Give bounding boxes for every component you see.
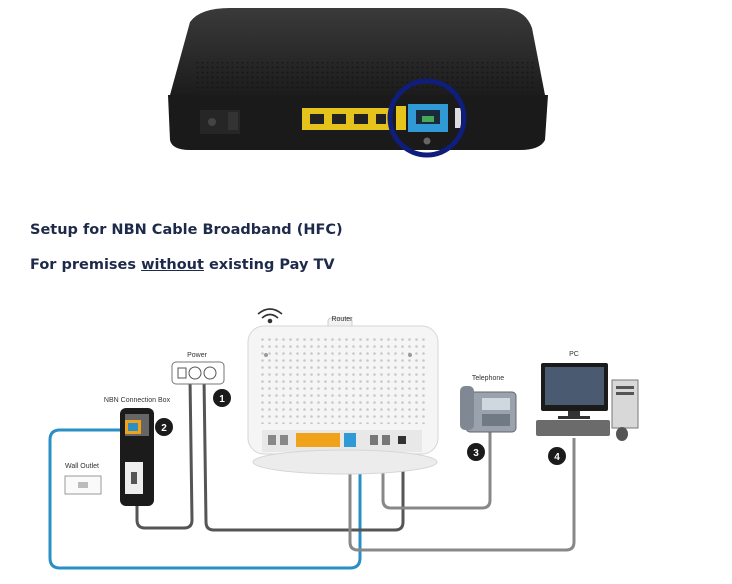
step-2-number: 2 — [161, 423, 167, 434]
router-rear-photo — [168, 8, 548, 158]
step-4-number: 4 — [554, 452, 560, 463]
power-cable — [135, 377, 194, 530]
telephone-label: Telephone — [472, 375, 504, 382]
step-3-number: 3 — [473, 448, 479, 459]
ethernet-cable — [348, 438, 576, 552]
nbn-box-label: NBN Connection Box — [104, 397, 171, 404]
step-4-badge: 4 — [548, 447, 566, 465]
connection-diagram: Router Power NBN Connection Box Wall Out… — [48, 308, 639, 570]
page-title: Setup for NBN Cable Broadband (HFC) — [30, 222, 343, 238]
wall-outlet-label: Wall Outlet — [65, 463, 99, 470]
step-3-badge: 3 — [467, 443, 485, 461]
step-1-badge: 1 — [213, 389, 231, 407]
power-board — [171, 361, 225, 385]
subtitle-before: For premises — [30, 257, 142, 273]
wifi-icon — [257, 308, 283, 324]
pc — [536, 363, 639, 441]
router-label: Router — [331, 316, 353, 323]
subtitle-after: existing Pay TV — [203, 257, 335, 273]
router-power-cable — [202, 377, 405, 532]
step-2-badge: 2 — [155, 418, 173, 436]
step-1-number: 1 — [219, 394, 225, 405]
wall-outlet — [64, 475, 102, 495]
router — [247, 308, 439, 475]
coax-cable — [48, 428, 362, 570]
power-label: Power — [187, 352, 208, 359]
highlight-ring — [387, 78, 467, 158]
telephone — [460, 386, 517, 433]
phone-cable — [381, 430, 492, 510]
nbn-connection-box — [120, 408, 154, 506]
pc-label: PC — [569, 351, 579, 358]
page-subtitle: For premises without existing Pay TV — [30, 257, 335, 273]
subtitle-emphasis: without — [141, 257, 204, 273]
